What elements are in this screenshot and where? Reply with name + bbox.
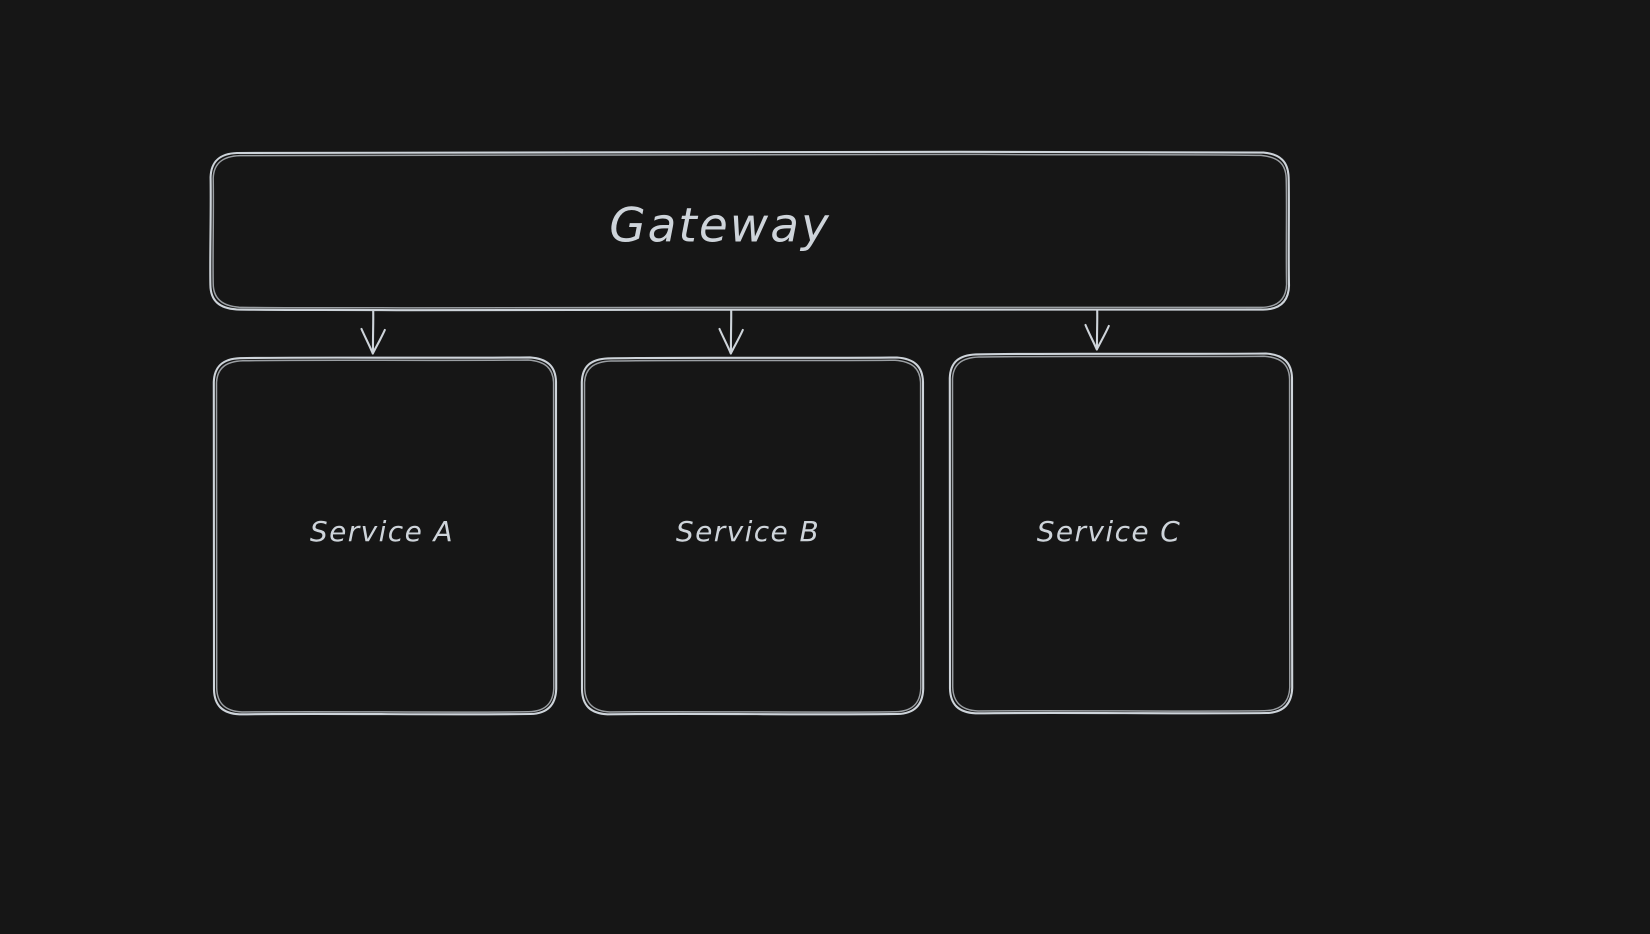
gateway-outline-pass2 — [212, 153, 1288, 309]
node-service-b[interactable]: Service B — [580, 356, 925, 716]
node-service-a[interactable]: Service A — [212, 356, 558, 716]
service-b-label: Service B — [676, 515, 820, 548]
edge-b-arrowhead — [718, 327, 744, 355]
service-b-fill — [582, 357, 923, 714]
gateway-fill — [211, 152, 1289, 310]
edge-gateway-to-service-c[interactable] — [1084, 308, 1110, 351]
edge-gateway-to-service-a[interactable] — [360, 308, 386, 355]
node-gateway[interactable]: Gateway — [209, 150, 1291, 312]
service-c-outline-pass2 — [951, 355, 1291, 712]
node-service-c[interactable]: Service C — [948, 352, 1294, 715]
service-a-label: Service A — [310, 515, 454, 548]
service-b-outline-pass2 — [583, 359, 922, 713]
service-a-fill — [214, 357, 556, 714]
gateway-outline-pass1 — [209, 150, 1291, 312]
service-a-outline-pass2 — [215, 359, 555, 713]
edge-c-arrowhead — [1084, 323, 1110, 351]
service-b-outline-pass1 — [580, 356, 925, 716]
edge-a-arrowhead — [360, 327, 386, 355]
service-c-fill — [950, 353, 1292, 713]
service-a-outline-pass1 — [212, 356, 558, 716]
gateway-label: Gateway — [609, 199, 831, 254]
service-c-label: Service C — [1037, 515, 1182, 548]
edge-gateway-to-service-b[interactable] — [718, 308, 744, 355]
service-c-outline-pass1 — [948, 352, 1294, 715]
